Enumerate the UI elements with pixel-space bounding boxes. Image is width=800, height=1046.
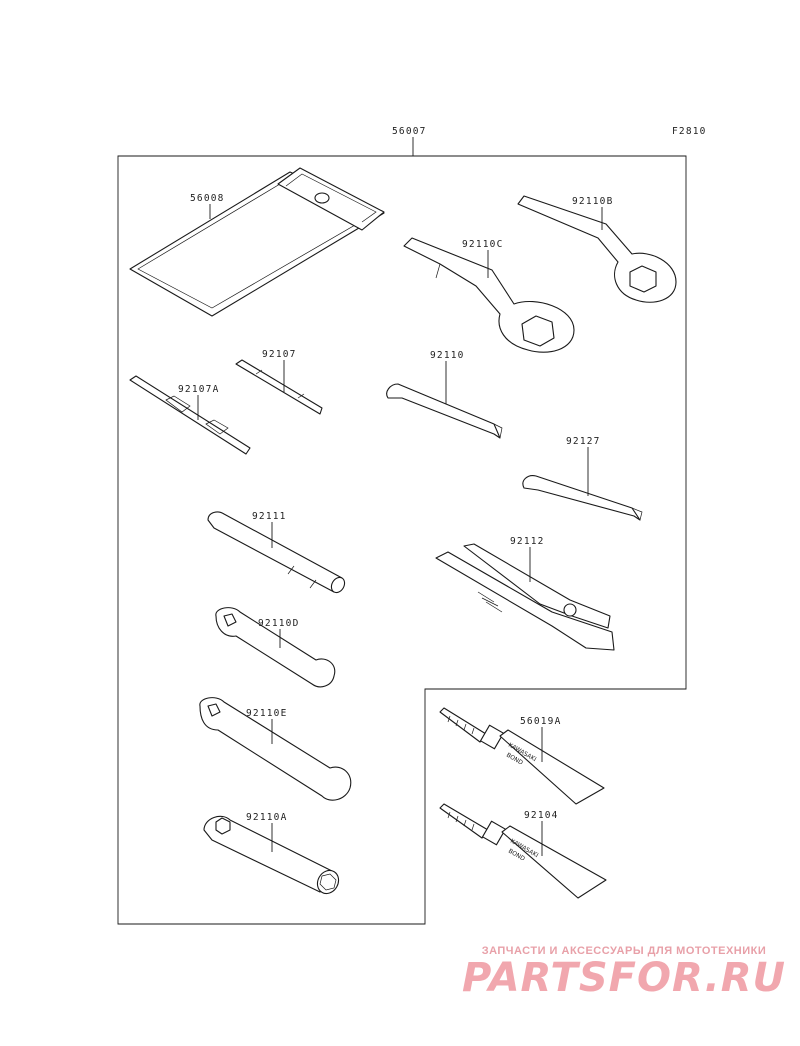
tool-kit-frame xyxy=(117,155,687,925)
hex-key-92127: 92127 xyxy=(522,436,643,521)
open-spanner-92110D: 92110D xyxy=(215,607,336,688)
label-92110E: 92110E xyxy=(246,708,288,719)
watermark-logo: PARTSFOR.RU xyxy=(461,955,786,1001)
label-92110: 92110 xyxy=(430,350,465,361)
hex-key-92110: 92110 xyxy=(386,350,503,439)
label-92110A: 92110A xyxy=(246,812,288,823)
label-56008: 56008 xyxy=(190,193,225,204)
extension-bar-92111: 92111 xyxy=(207,511,346,594)
label-92104: 92104 xyxy=(524,810,559,821)
label-92107A: 92107A xyxy=(178,384,220,395)
ring-spanner-92110B: 92110B xyxy=(517,195,677,303)
bond-tube-92104: KAWASAKI BOND 92104 xyxy=(439,803,607,899)
label-56019A: 56019A xyxy=(520,716,562,727)
label-92112: 92112 xyxy=(510,536,545,547)
label-56007: 56007 xyxy=(392,126,427,137)
watermark-subtitle: ЗАПЧАСТИ И АКСЕССУАРЫ ДЛЯ МОТОТЕХНИКИ xyxy=(481,945,767,957)
label-92110D: 92110D xyxy=(258,618,300,629)
open-spanner-92110E: 92110E xyxy=(199,697,352,801)
box-spanner-92110A: 92110A xyxy=(203,812,340,895)
ring-spanner-92110C: 92110C xyxy=(403,237,575,353)
label-92110B: 92110B xyxy=(572,196,614,207)
label-92107: 92107 xyxy=(262,349,297,360)
tool-pouch-56008: 56008 xyxy=(129,167,385,317)
pliers-92112: 92112 xyxy=(435,536,615,651)
label-92110C: 92110C xyxy=(462,239,504,250)
label-92127: 92127 xyxy=(566,436,601,447)
figure-code: F2810 xyxy=(672,126,707,137)
watermark: ЗАПЧАСТИ И АКСЕССУАРЫ ДЛЯ МОТОТЕХНИКИ PA… xyxy=(462,945,786,999)
bond-tube-56019A: KAWASAKI BOND 56019A xyxy=(439,707,605,805)
screwdriver-92107A: 92107A xyxy=(129,375,251,455)
screwdriver-bit-92107: 92107 xyxy=(235,349,323,415)
label-92111: 92111 xyxy=(252,511,287,522)
